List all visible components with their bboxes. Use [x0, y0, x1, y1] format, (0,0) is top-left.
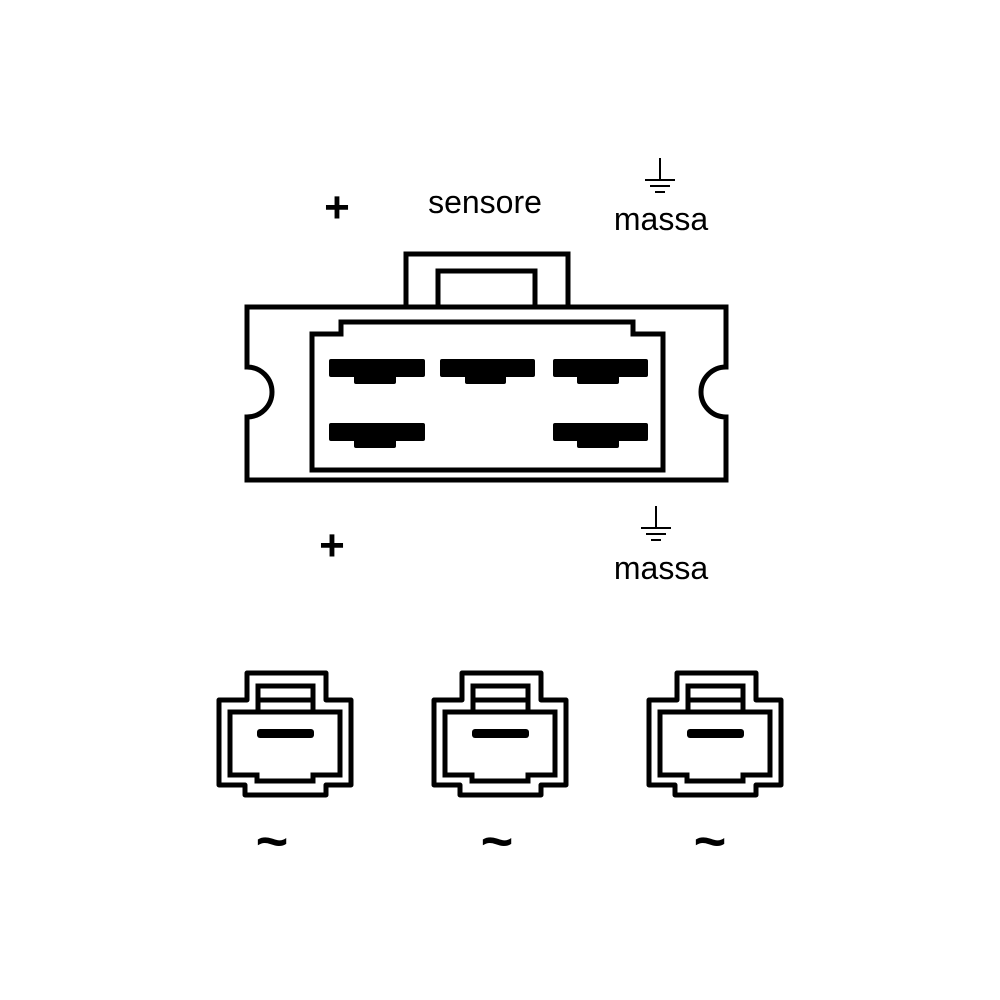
pin-ground-bottom: [553, 423, 648, 448]
ground-label-bottom: massa: [614, 550, 708, 586]
ground-icon-bottom: [641, 506, 671, 541]
pin-ground-top: [553, 359, 648, 384]
ground-icon-top: [645, 158, 675, 193]
ac-label-1: ~: [256, 809, 289, 872]
ground-label-top: massa: [614, 201, 708, 237]
plus-label-top: +: [324, 183, 350, 232]
ac-connector-3: [649, 673, 781, 795]
ac-label-2: ~: [481, 809, 514, 872]
pin-sensor: [440, 359, 535, 384]
ac-connector-1: [219, 673, 351, 795]
ac-connector-2: [434, 673, 566, 795]
sensor-label: sensore: [428, 184, 542, 220]
ac-label-3: ~: [694, 809, 727, 872]
locking-tab-inner: [435, 268, 538, 307]
main-connector-cavity: [309, 319, 666, 473]
pin-plus-top: [329, 359, 425, 384]
main-connector-body: [244, 304, 729, 483]
main-pins: [329, 359, 648, 448]
main-connector: [244, 251, 729, 483]
locking-tab: [403, 251, 571, 307]
pin-plus-bottom: [329, 423, 425, 448]
plus-label-bottom: +: [319, 521, 345, 570]
